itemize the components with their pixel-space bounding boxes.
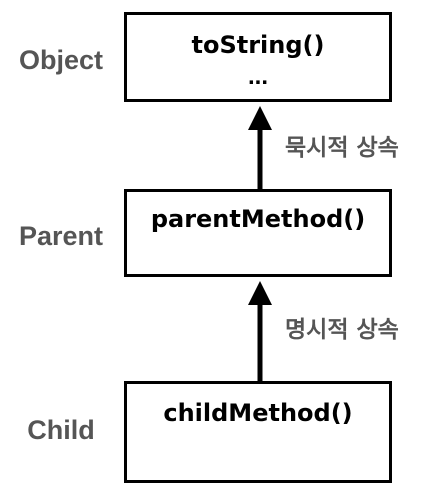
object-method-tostring: toString(): [191, 31, 325, 59]
child-class-box: childMethod(): [124, 381, 392, 483]
parent-class-box: parentMethod(): [124, 189, 392, 277]
parent-class-label: Parent: [18, 221, 104, 251]
object-method-ellipsis: ...: [247, 63, 268, 90]
parent-method: parentMethod(): [150, 205, 366, 233]
object-class-box: toString() ...: [124, 12, 392, 102]
arrow-child-to-parent: [248, 281, 272, 381]
arrow-parent-to-object: [248, 106, 272, 189]
implicit-inheritance-label: 묵시적 상속: [285, 135, 399, 161]
child-class-label: Child: [27, 415, 95, 445]
object-class-label: Object: [18, 45, 104, 75]
child-method: childMethod(): [163, 399, 353, 427]
explicit-inheritance-label: 명시적 상속: [285, 317, 399, 343]
